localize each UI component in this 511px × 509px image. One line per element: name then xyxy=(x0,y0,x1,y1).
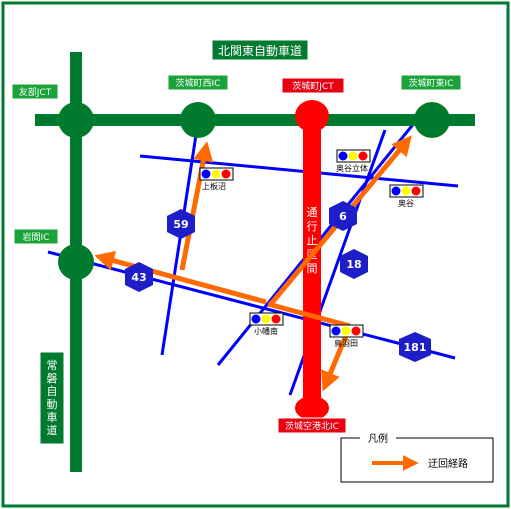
legend: 凡例 迂回経路 xyxy=(340,431,494,483)
signal-red-light xyxy=(221,169,231,179)
tomobe-jct-label-box: 友部JCT xyxy=(11,83,59,100)
signal-blue-light xyxy=(251,314,261,324)
closure-char-1: 通 xyxy=(307,206,318,219)
joban-char-6: 道 xyxy=(47,423,58,437)
joban-char-2: 磐 xyxy=(47,371,58,385)
iwama-ic-label: 岩間IC xyxy=(23,231,50,243)
route-43-shield: 43 xyxy=(125,262,153,292)
joban-char-5: 車 xyxy=(47,410,58,424)
airport-kita-ic-node xyxy=(295,396,329,420)
signal-okuya: 奥谷 xyxy=(389,184,424,208)
signal-red-light xyxy=(358,151,368,161)
ibaraki-higashi-ic-node xyxy=(414,102,450,138)
joban-char-1: 常 xyxy=(47,359,58,372)
route-6-shield: 6 xyxy=(329,201,357,231)
airport-kita-ic-label: 茨城空港北IC xyxy=(285,420,339,432)
iwama-ic-node xyxy=(58,244,94,280)
detour-route-43-west xyxy=(94,251,267,305)
signal-okuya-label: 奥谷 xyxy=(398,198,414,208)
route-18-label: 18 xyxy=(346,258,361,271)
expressways-layer xyxy=(35,52,475,472)
signal-kobata-minami-label: 小幡南 xyxy=(254,326,278,336)
signal-okuya-tachi: 奥谷立体 xyxy=(336,149,371,173)
route-18-shield: 18 xyxy=(340,249,368,279)
ibaraki-higashi-ic-label: 茨城町東IC xyxy=(409,77,454,89)
signal-kamiitazuma-label: 上板沼 xyxy=(202,181,226,191)
closure-char-5: 間 xyxy=(307,262,318,275)
legend-detour-label: 迂回経路 xyxy=(428,457,468,470)
signal-yellow-light xyxy=(261,314,271,324)
airport-kita-ic-label-box: 茨城空港北IC xyxy=(277,417,347,434)
ibaraki-higashi-ic-label-box: 茨城町東IC xyxy=(400,74,462,91)
north-kanto-name: 北関東自動車道 xyxy=(218,44,302,58)
signal-ohata: 鳥羽田 xyxy=(329,324,364,348)
joban-name-box: 常 磐 自 動 車 道 xyxy=(39,351,65,445)
traffic-signals: 上板沼 奥谷立体 奥谷 小幡南 鳥羽田 xyxy=(199,149,424,348)
route-181-label: 181 xyxy=(404,341,427,354)
signal-yellow-light xyxy=(211,169,221,179)
route-43-label: 43 xyxy=(131,271,146,284)
interchange-labels: 友部JCT 茨城町西IC 茨城町JCT 茨城町東IC 岩間IC 茨城空港北IC xyxy=(11,74,462,434)
signal-blue-light xyxy=(331,326,341,336)
signal-yellow-light xyxy=(348,151,358,161)
joban-char-4: 動 xyxy=(47,397,58,411)
signal-blue-light xyxy=(391,186,401,196)
tomobe-jct-label: 友部JCT xyxy=(19,86,52,98)
signal-red-light xyxy=(351,326,361,336)
closure-char-2: 行 xyxy=(307,220,318,233)
route-shields: 59 6 18 43 181 xyxy=(125,201,431,362)
signal-yellow-light xyxy=(401,186,411,196)
detour-route-43-east xyxy=(267,301,351,329)
ibaraki-jct-label-box: 茨城町JCT xyxy=(281,77,345,94)
tomobe-jct-node xyxy=(58,102,94,138)
signal-yellow-light xyxy=(341,326,351,336)
route-59-label: 59 xyxy=(173,218,188,231)
legend-title: 凡例 xyxy=(368,432,388,445)
signal-kobata-minami: 小幡南 xyxy=(249,312,284,336)
signal-kamiitazuma: 上板沼 xyxy=(199,167,234,191)
joban-char-3: 自 xyxy=(47,385,58,398)
signal-red-light xyxy=(411,186,421,196)
ibaraki-jct-label: 茨城町JCT xyxy=(292,80,334,92)
ibaraki-nishi-ic-label: 茨城町西IC xyxy=(176,77,221,89)
signal-red-light xyxy=(271,314,281,324)
iwama-ic-label-box: 岩間IC xyxy=(13,228,59,245)
signal-okuya-tachi-label: 奥谷立体 xyxy=(336,163,368,173)
signal-blue-light xyxy=(338,151,348,161)
route-6-label: 6 xyxy=(339,210,347,223)
legend-title-bg xyxy=(360,431,396,445)
ibaraki-nishi-ic-node xyxy=(180,102,216,138)
joban-name-vertical: 常 磐 自 動 車 道 xyxy=(47,359,58,437)
signal-blue-light xyxy=(201,169,211,179)
closure-label: 通 行 止 区 間 xyxy=(307,206,318,275)
signal-ohata-label: 鳥羽田 xyxy=(334,338,358,348)
ibaraki-nishi-ic-label-box: 茨城町西IC xyxy=(167,74,229,91)
expressway-name-labels: 北関東自動車道 常 磐 自 動 車 道 xyxy=(39,39,309,445)
closure-char-3: 止 xyxy=(307,234,318,247)
ibaraki-jct-node xyxy=(295,100,329,132)
route-181-shield: 181 xyxy=(399,332,431,362)
north-kanto-name-box: 北関東自動車道 xyxy=(211,39,309,61)
route-59-shield: 59 xyxy=(167,209,195,239)
